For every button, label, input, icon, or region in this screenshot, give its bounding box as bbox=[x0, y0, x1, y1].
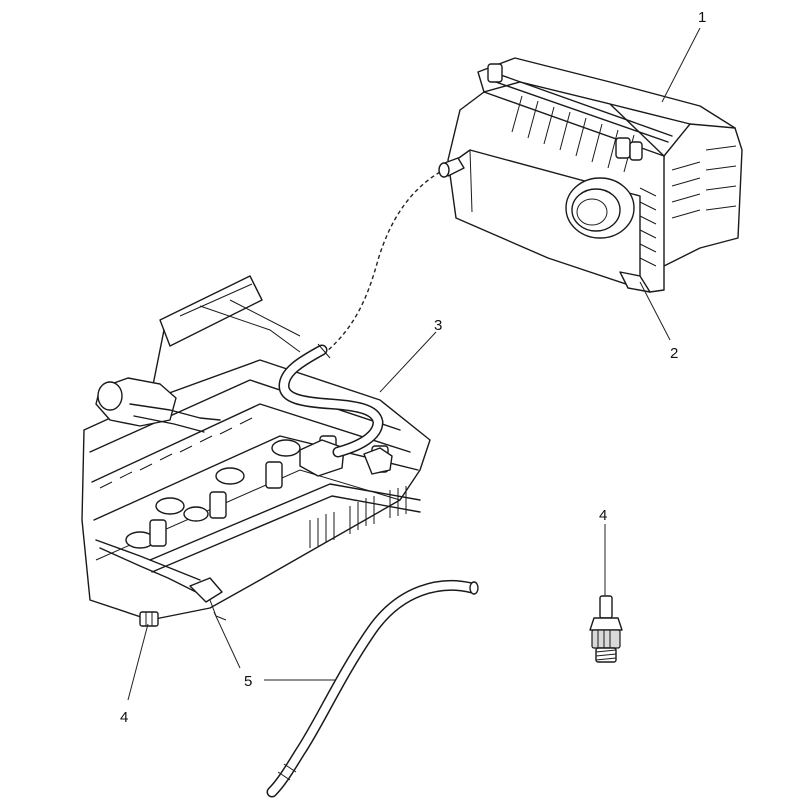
callout-4-engine: 4 bbox=[120, 709, 128, 726]
callout-4-valve: 4 bbox=[599, 507, 607, 524]
callout-1: 1 bbox=[698, 9, 706, 26]
callout-5: 5 bbox=[244, 673, 252, 690]
engine-cylinder-head bbox=[81, 275, 431, 627]
callout-3: 3 bbox=[434, 317, 442, 334]
vent-hose-routing-line bbox=[325, 171, 441, 353]
vent-hose bbox=[266, 580, 479, 798]
leader-lines bbox=[127, 27, 701, 701]
pcv-valve bbox=[589, 595, 623, 663]
pcv-hose bbox=[278, 343, 384, 458]
callout-2: 2 bbox=[670, 345, 678, 362]
air-cleaner-housing bbox=[438, 57, 743, 293]
